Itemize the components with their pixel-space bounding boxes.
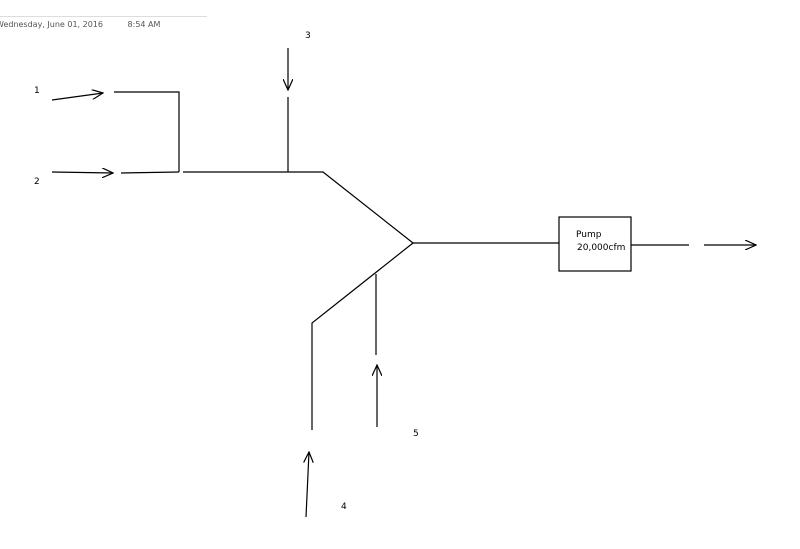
timestamp-divider [0,16,207,17]
inlet-1: 1 [34,86,180,172]
upper-trunk-duct [183,171,414,244]
inlet-2-arrow [51,172,113,173]
pump: Pump 20,000cfm [558,216,632,272]
inlet-3: 3 [288,31,311,172]
timestamp-date: Wednesday, June 01, 2016 [0,20,103,29]
inlet-1-label: 1 [34,86,40,96]
pump-capacity: 20,000cfm [577,243,625,253]
inlet-2-label: 2 [34,177,40,187]
inlet-3-label: 3 [305,31,311,41]
lower-trunk-duct [311,242,414,430]
timestamp: Wednesday, June 01, 2016 8:54 AM [0,20,160,29]
inlet-4-arrow [306,452,309,518]
inlet-1-arrow [51,93,103,101]
inlet-5-label: 5 [413,429,419,439]
inlet-5: 5 [376,274,419,439]
pump-box [558,216,632,272]
pump-name: Pump [576,230,602,240]
inlet-2: 2 [34,171,180,187]
inlet-2-duct [120,171,180,174]
inlet-1-duct [114,91,180,172]
inlet-4-label: 4 [341,502,347,512]
inlet-4: 4 [306,452,347,518]
timestamp-time: 8:54 AM [127,20,161,29]
